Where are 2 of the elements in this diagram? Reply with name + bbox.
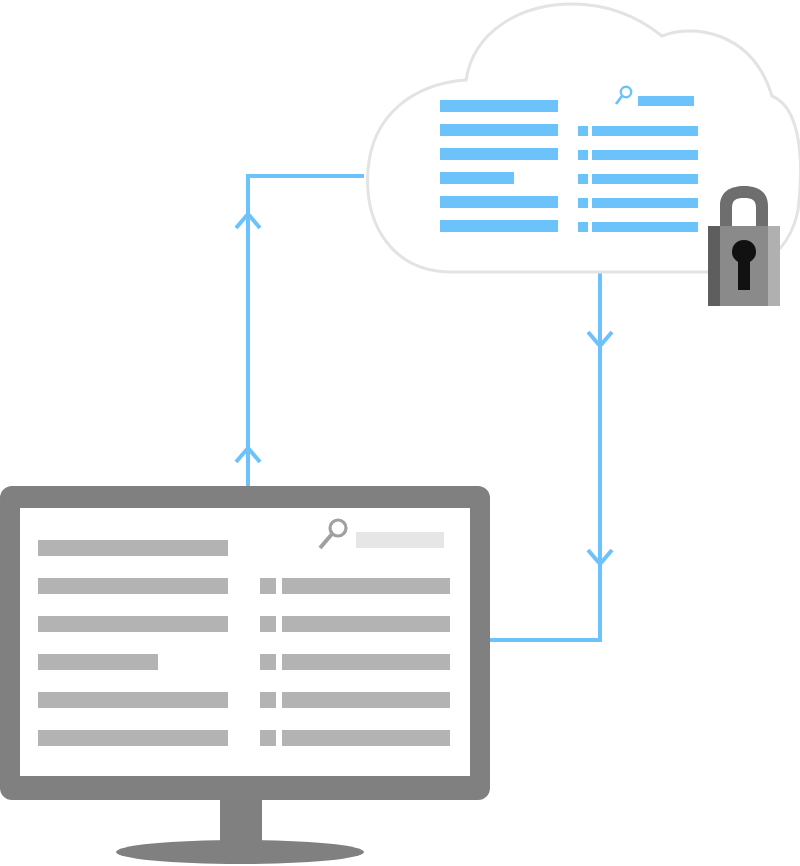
- cloud-drawing: [362, 0, 800, 276]
- monitor-drawing: [0, 486, 490, 866]
